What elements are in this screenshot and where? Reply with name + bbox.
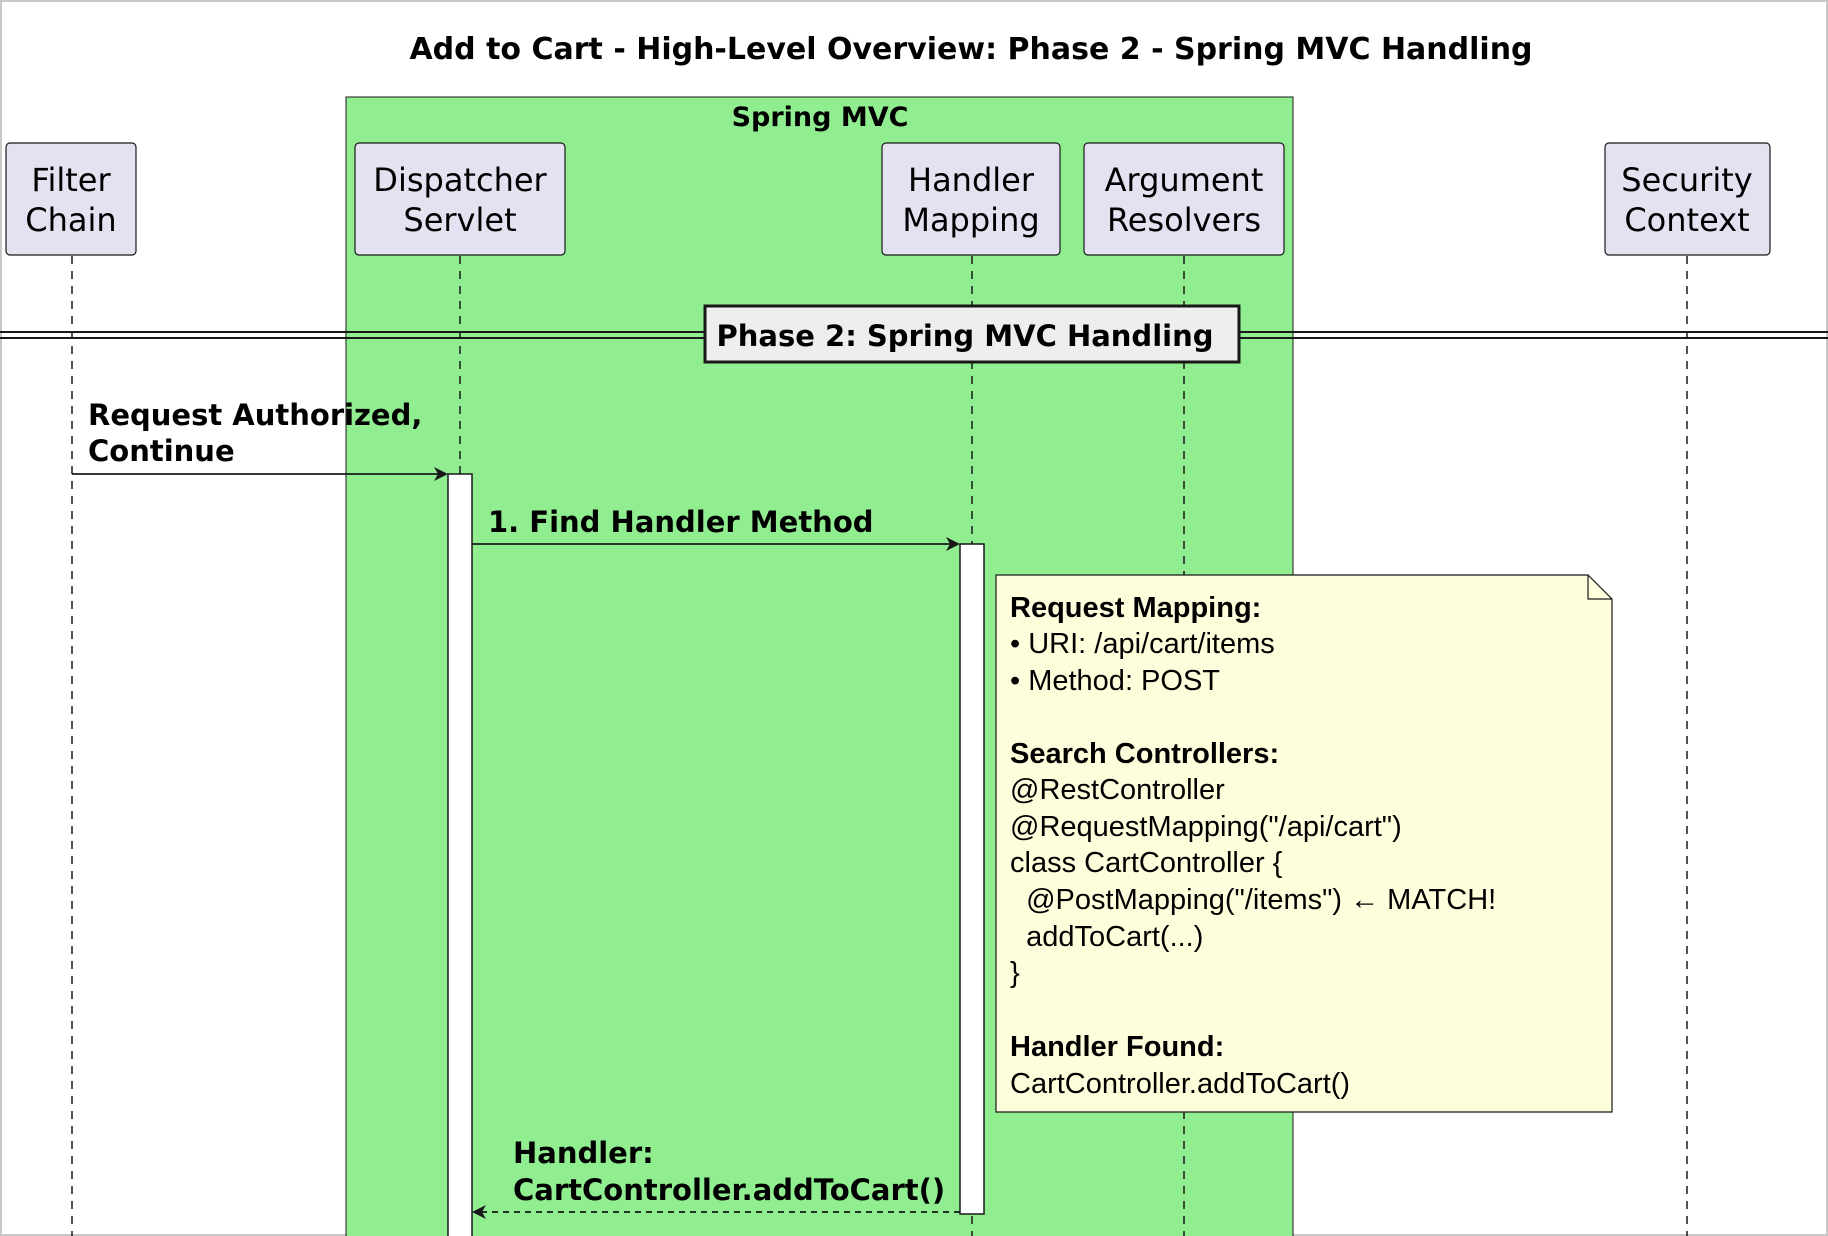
note-code-line: } <box>1010 957 1020 989</box>
diagram-title: Add to Cart - High-Level Overview: Phase… <box>409 32 1532 67</box>
phase-divider-label: Phase 2: Spring MVC Handling <box>717 319 1214 353</box>
activation-handler-mapping <box>959 543 985 1215</box>
request-mapping-note: Request Mapping: • URI: /api/cart/items … <box>995 574 1613 1113</box>
participant-handler-mapping-line2: Mapping <box>902 201 1039 239</box>
message-request-authorized: Request Authorized, Continue <box>72 398 448 481</box>
message-handler-return-line2: CartController.addToCart() <box>513 1173 945 1207</box>
participant-dispatcher-servlet: Dispatcher Servlet <box>354 142 566 256</box>
message-handler-return-line1: Handler: <box>513 1136 654 1170</box>
message-find-handler-label: 1. Find Handler Method <box>488 505 874 539</box>
participant-dispatcher-servlet-line2: Servlet <box>403 201 516 239</box>
note-handler-found-heading: Handler Found: <box>1010 1031 1224 1063</box>
message-handler-return: Handler: CartController.addToCart() <box>472 1136 960 1219</box>
note-code-line: class CartController { <box>1010 847 1283 879</box>
note-handler-found-value: CartController.addToCart() <box>1010 1068 1350 1100</box>
phase-divider-box <box>703 304 1241 364</box>
participant-security-context-line1: Security <box>1621 161 1752 199</box>
participant-dispatcher-servlet-line1: Dispatcher <box>373 161 547 199</box>
participant-argument-resolvers-line1: Argument <box>1105 161 1264 199</box>
participant-handler-mapping: Handler Mapping <box>881 142 1061 256</box>
note-code-line: @PostMapping("/items") ← MATCH! <box>1010 884 1496 916</box>
participant-argument-resolvers: Argument Resolvers <box>1083 142 1285 256</box>
participant-filter-chain-line2: Chain <box>25 201 116 239</box>
participant-filter-chain: Filter Chain <box>5 142 137 256</box>
note-search-heading: Search Controllers: <box>1010 738 1279 770</box>
participant-handler-mapping-line1: Handler <box>908 161 1035 199</box>
message-find-handler: 1. Find Handler Method <box>472 505 960 551</box>
note-uri: • URI: /api/cart/items <box>1010 628 1275 660</box>
message-request-authorized-line1: Request Authorized, <box>88 398 422 432</box>
message-request-authorized-line2: Continue <box>88 434 235 468</box>
note-code-line: @RequestMapping("/api/cart") <box>1010 811 1402 843</box>
participant-filter-chain-line1: Filter <box>31 161 111 199</box>
note-code-line: @RestController <box>1010 774 1225 806</box>
note-request-mapping-heading: Request Mapping: <box>1010 592 1261 624</box>
note-code-line: addToCart(...) <box>1010 921 1203 953</box>
activation-dispatcher-servlet <box>447 473 473 1236</box>
phase-divider: Phase 2: Spring MVC Handling <box>0 304 1828 364</box>
spring-mvc-group-label: Spring MVC <box>732 102 909 133</box>
participant-security-context-line2: Context <box>1624 201 1749 239</box>
note-method: • Method: POST <box>1010 665 1220 697</box>
participant-security-context: Security Context <box>1604 142 1771 256</box>
participant-argument-resolvers-line2: Resolvers <box>1107 201 1261 239</box>
